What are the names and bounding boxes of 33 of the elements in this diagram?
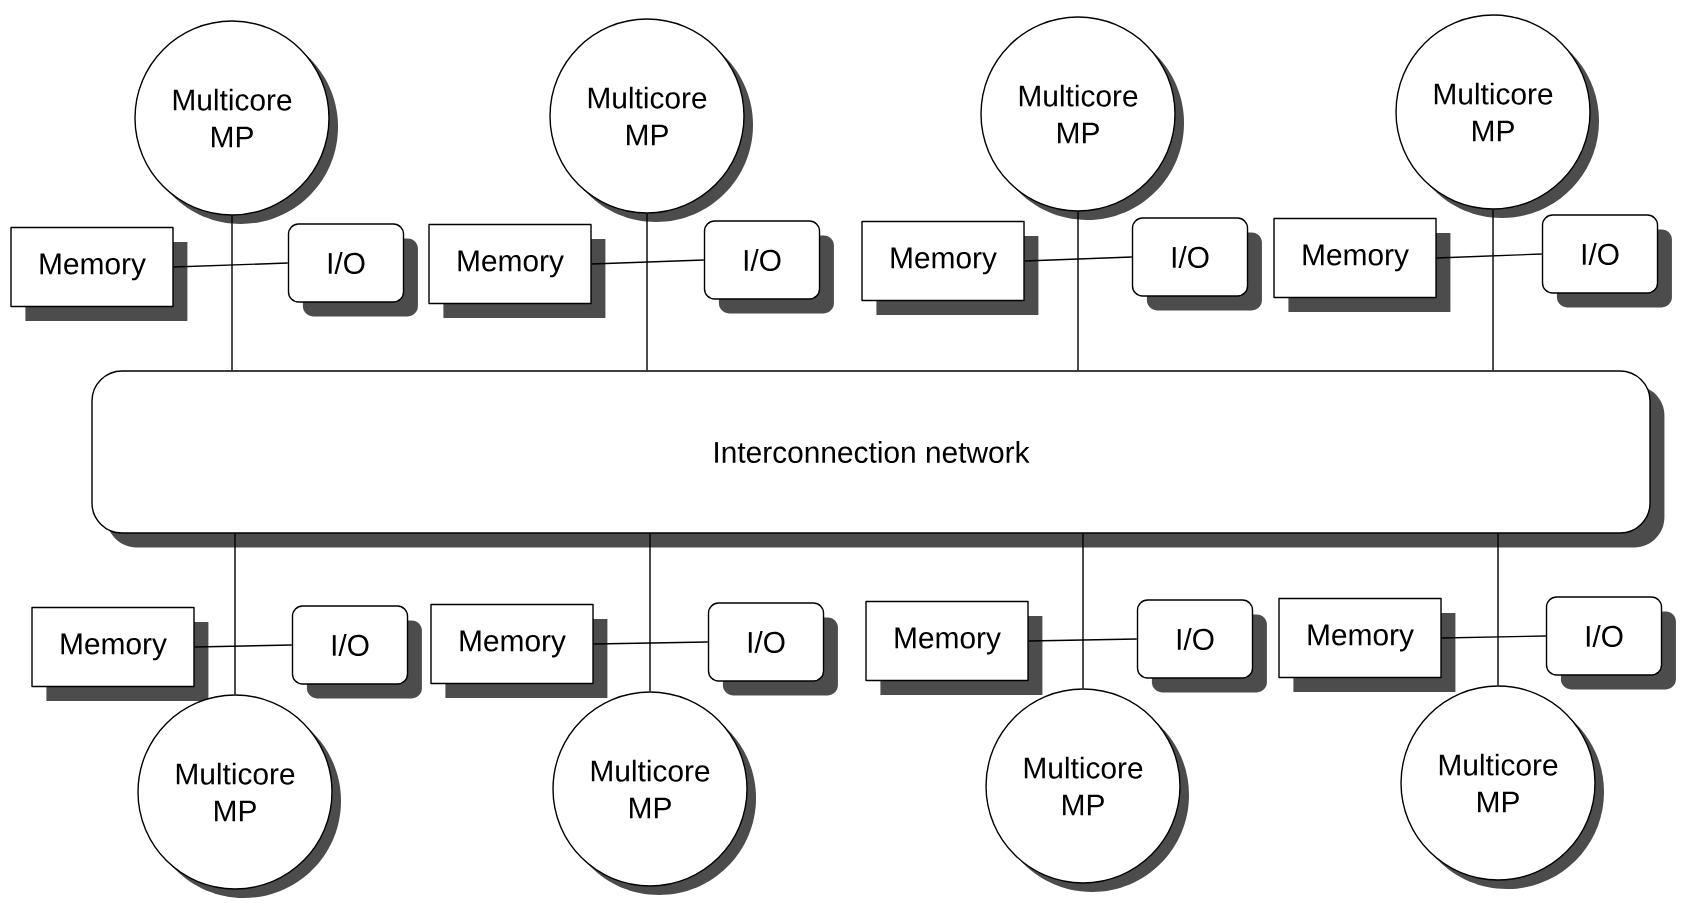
io-box: I/O — [1136, 599, 1267, 693]
connector-line — [1497, 533, 1499, 686]
io-box: I/O — [287, 223, 418, 317]
connector-line — [194, 644, 293, 648]
memory-box: Memory — [430, 603, 608, 698]
io-box: I/O — [707, 602, 838, 696]
io-box: I/O — [1545, 596, 1676, 690]
memory-box: Memory — [428, 223, 606, 318]
connector-line — [234, 533, 236, 695]
memory-box: Memory — [10, 226, 188, 321]
connector-line — [173, 262, 289, 268]
io-box: I/O — [1131, 217, 1262, 311]
network-box: Interconnection network — [91, 370, 1665, 548]
connector-line — [646, 213, 648, 371]
connector-line — [1492, 209, 1494, 371]
io-box: I/O — [1541, 214, 1672, 308]
memory-box: Memory — [861, 220, 1039, 315]
connector-line — [231, 215, 233, 371]
connector-line — [1024, 256, 1133, 262]
connector-line — [1436, 253, 1543, 259]
connector-line — [593, 641, 709, 645]
connector-line — [1082, 533, 1084, 689]
connector-line — [591, 259, 705, 265]
connector-line — [1077, 211, 1079, 371]
memory-box: Memory — [865, 600, 1043, 695]
memory-box: Memory — [31, 606, 209, 701]
io-box: I/O — [291, 605, 422, 699]
memory-box: Memory — [1278, 597, 1456, 692]
connector-line — [1441, 635, 1547, 639]
connector-line — [649, 533, 651, 692]
memory-box: Memory — [1273, 217, 1451, 312]
io-box: I/O — [703, 220, 834, 314]
connector-line — [1028, 638, 1138, 642]
